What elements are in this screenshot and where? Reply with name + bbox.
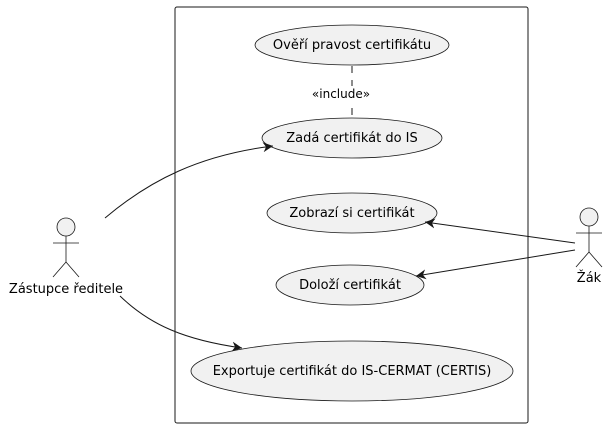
use-case-show-label: Zobrazí si certifikát xyxy=(289,206,414,221)
use-case-submit[interactable]: Doloží certifikát xyxy=(275,264,425,306)
use-case-verify[interactable]: Ověří pravost certifikátu xyxy=(254,24,450,66)
actor-student-label: Žák xyxy=(577,270,602,286)
use-case-export[interactable]: Exportuje certifikát do IS-CERMAT (CERTI… xyxy=(190,340,514,402)
actor-deputy-label: Zástupce ředitele xyxy=(9,282,123,297)
use-case-show[interactable]: Zobrazí si certifikát xyxy=(266,192,438,234)
use-case-enter[interactable]: Zadá certifikát do IS xyxy=(261,117,443,159)
use-case-enter-label: Zadá certifikát do IS xyxy=(286,131,418,146)
association-student-show xyxy=(424,218,576,244)
actor-figure-icon xyxy=(52,217,80,278)
actor-deputy[interactable]: Zástupce ředitele xyxy=(9,217,123,297)
association-student-submit xyxy=(415,249,576,280)
system-boundary xyxy=(174,6,529,424)
use-case-export-label: Exportuje certifikát do IS-CERMAT (CERTI… xyxy=(213,364,492,379)
include-label: «include» xyxy=(312,87,370,101)
association-deputy-export xyxy=(119,295,243,352)
use-case-submit-label: Doloží certifikát xyxy=(299,278,401,293)
association-deputy-enter xyxy=(104,142,274,219)
actor-student[interactable]: Žák xyxy=(575,207,603,286)
actor-figure-icon xyxy=(575,207,603,268)
use-case-verify-label: Ověří pravost certifikátu xyxy=(273,38,431,53)
